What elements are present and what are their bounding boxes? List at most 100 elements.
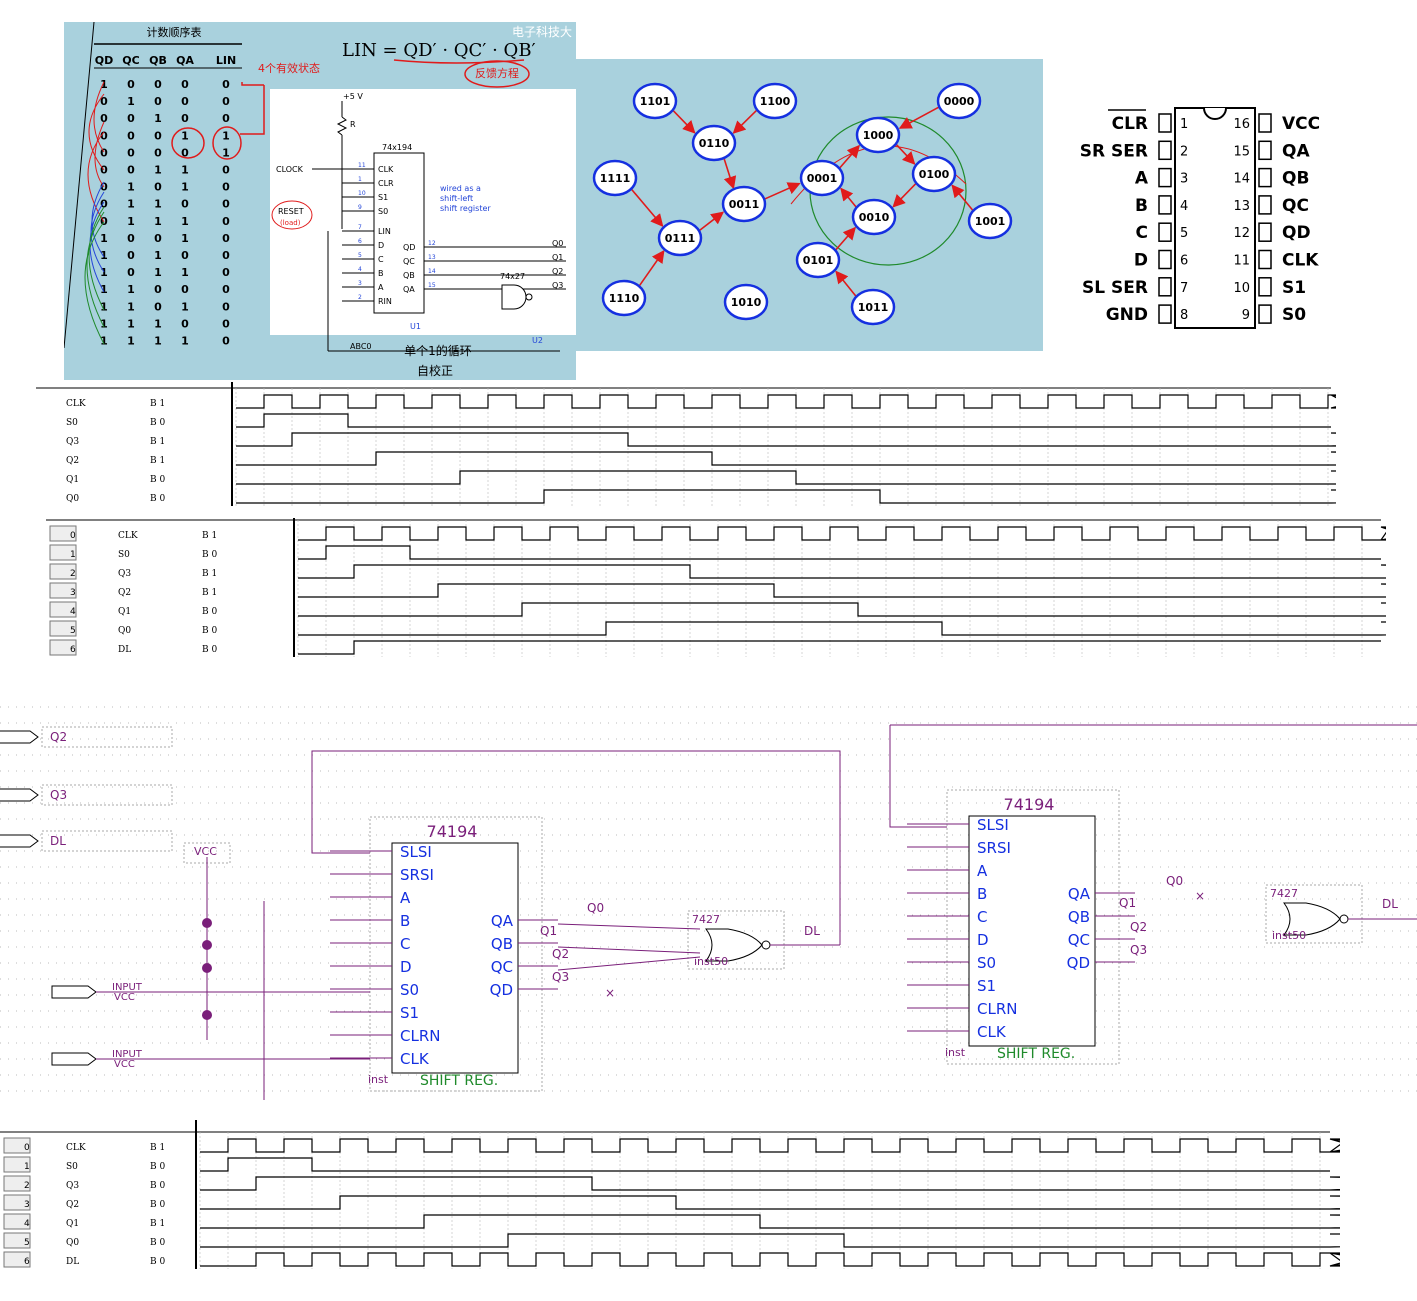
pin-left-label: C [1136,223,1148,243]
pin-right-label: S0 [1282,305,1306,325]
state-label: 0101 [803,254,834,267]
quartus-schematic-drawing: Q2Q3DLVCC74194SLSISRSIABCDS0S1CLRNCLKQAQ… [0,706,1417,1100]
signal-value: B 0 [202,645,217,655]
signal-name: DL [118,645,131,655]
signal-index: 1 [24,1162,30,1172]
chip-label: 74x194 [382,143,412,152]
table-cell: 1 [100,283,108,296]
state-node-0000 [936,82,982,120]
shift-register-74194 [968,815,1096,1047]
junction [202,918,212,928]
input-pin-label: Q3 [50,788,67,802]
chip-out-qc: QC [403,257,415,266]
net-label: Q0 [1166,874,1183,888]
chip-pin-clr: CLR [378,179,394,188]
table-cell: 0 [127,78,135,91]
table-cell: 0 [100,146,108,159]
input-pin [0,788,39,802]
no-connect: × [1195,889,1205,903]
net-label: Q3 [552,970,569,984]
signal-icon [49,601,77,618]
abc-label: ABC0 [350,342,372,351]
chip-input-clk: CLK [977,1023,1007,1041]
pin-left-number: 2 [1180,144,1188,159]
signal-value: B 1 [150,1143,165,1153]
table-cell: 1 [100,249,108,262]
chip-input-slsi: SLSI [977,816,1009,834]
pin-right-number: 9 [1242,308,1250,323]
pin-right-label: QB [1282,169,1309,189]
note-shift-left: shift-left [440,194,473,203]
junction [202,963,212,973]
table-cell: 1 [127,283,135,296]
table-cell: 0 [154,232,162,245]
pin-number: 4 [358,266,362,273]
signal-value: B 1 [150,399,165,409]
signal-name: Q0 [66,494,79,504]
signal-icon [49,563,77,580]
chip-output-qa: QA [1068,885,1091,903]
pin-number: 6 [358,238,362,245]
signal-icon [3,1194,31,1211]
table-cell: 0 [100,198,108,211]
table-cell: 0 [222,249,230,262]
out-pin-number: 14 [428,268,436,275]
nor-gate-7427 [705,928,763,962]
junction [202,940,212,950]
table-header-qc: QC [122,54,139,67]
table-header-qa: QA [176,54,194,67]
state-transition [722,157,737,190]
state-label: 0110 [699,137,730,150]
q-output-label: Q1 [552,253,563,262]
pin-left-number: 7 [1180,281,1188,296]
u1-label: U1 [410,322,421,331]
chip-input-clrn: CLRN [400,1027,440,1045]
pin-right-number: 16 [1233,117,1250,132]
signal-name: S0 [66,1162,78,1172]
output-label: DL [1382,897,1398,911]
state-node-0110 [691,124,737,162]
signal-index: 0 [24,1143,30,1153]
state-node-0101 [795,241,841,279]
table-cell: 0 [222,95,230,108]
table-cell: 1 [127,317,135,330]
note-register: shift register [440,204,491,213]
gate-label: 74x27 [500,272,525,281]
signal-icon [3,1156,31,1173]
chip-pin-s0: S0 [378,207,388,216]
input-pin [0,730,39,744]
state-node-1101 [632,82,678,120]
state-node-1001 [967,202,1013,240]
signal-icon [3,1232,31,1249]
pin-left-number: 5 [1180,226,1188,241]
table-cell: 1 [154,164,162,177]
table-cell: 0 [127,232,135,245]
gate-inst: inst50 [1272,929,1306,942]
u2-label: U2 [532,336,543,345]
chip-input-s1: S1 [400,1004,419,1022]
input-label: INPUT [112,1049,143,1060]
no-connect: × [605,986,615,1000]
table-cell: 0 [181,78,189,91]
waveform-trace [200,1214,1417,1229]
pin-left-label: SR SER [1080,141,1148,161]
table-cell: 0 [222,283,230,296]
signal-name: Q0 [66,1238,79,1248]
gate-inst: inst50 [694,955,728,968]
signal-index: 1 [70,550,76,560]
state-node-1110 [601,279,647,317]
table-cell: 0 [100,112,108,125]
pin-number: 1 [358,176,362,183]
signal-value: B 0 [202,550,217,560]
signal-icon [3,1213,31,1230]
signal-value: B 0 [150,1200,165,1210]
chip-output-qd: QD [1067,954,1090,972]
table-cell: 1 [181,215,189,228]
waveform-trace [298,583,1417,598]
table-cell: 0 [222,300,230,313]
table-cell: 0 [127,146,135,159]
pin-left-label: GND [1106,305,1148,325]
table-cell: 0 [154,146,162,159]
